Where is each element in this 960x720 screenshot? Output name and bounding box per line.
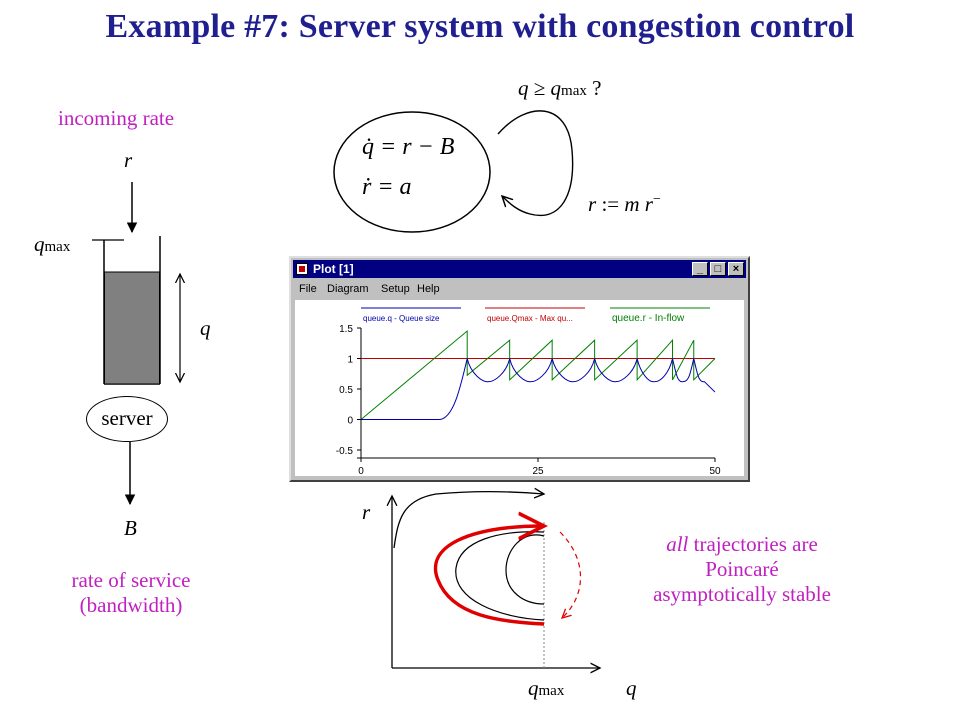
y-tick-label-4: -0.5 [336,446,354,457]
legend-entry-1: queue.Qmax - Max qu... [487,314,573,323]
x-tick-label-1: 25 [532,466,544,476]
reset-map: r := m r− [588,192,661,216]
q-label-left: q [200,316,211,340]
x-tick-label-0: 0 [358,466,364,476]
trajectory-outer [393,492,544,549]
y-tick-label-3: 0 [347,416,353,427]
mode-ellipse [333,111,491,233]
server-node: server [86,396,168,442]
trajectory-limit-cycle [433,526,544,626]
slide-title: Example #7: Server system with congestio… [105,8,855,45]
plot-menubar: File Diagram Setup Help [293,280,746,298]
trajectory-mid [455,531,545,621]
plot-window-titlebar[interactable]: Plot [1] _ □ × [293,260,746,278]
y-tick-label-2: 0.5 [339,385,353,396]
phase-q-label: q [626,676,637,700]
phase-r-label: r [362,500,371,524]
plot-app-icon [296,263,308,275]
plot-window[interactable]: Plot [1] _ □ × File Diagram Setup Help q… [289,256,750,482]
time-plot: queue.q - Queue size queue.Qmax - Max qu.… [336,307,721,477]
poincare-arrow [559,531,581,618]
series-r-line [360,329,716,420]
r-label: r [124,148,133,172]
y-tick-label-0: 1.5 [339,324,353,335]
legend-entry-2: queue.r - In-flow [612,313,685,324]
minimize-button[interactable]: _ [692,262,708,276]
reset-transition-arrow [497,110,574,217]
qmax-label-left: qmax [34,232,71,256]
series-q-line [361,358,716,420]
close-button[interactable]: × [728,262,744,276]
service-rate-label: rate of service (bandwidth) [71,568,191,617]
stability-note: all trajectories are Poincaré asymptotic… [653,532,831,606]
menu-file[interactable]: File [299,283,317,295]
queue-fill [104,271,160,385]
menu-diagram[interactable]: Diagram [327,283,369,295]
guard-condition: q ≥ qmax ? [518,76,602,100]
maximize-button[interactable]: □ [710,262,726,276]
plot-area: queue.q - Queue size queue.Qmax - Max qu.… [295,300,744,477]
B-label: B [124,516,137,540]
incoming-rate-label: incoming rate [58,106,175,130]
y-tick-label-1: 1 [347,355,353,366]
menu-help[interactable]: Help [417,283,440,295]
phase-qmax-label: qmax [528,676,565,700]
plot-window-title: Plot [1] [313,262,354,276]
equation-r-dot: ṙ = a [362,174,412,200]
legend-entry-0: queue.q - Queue size [363,314,440,323]
trajectory-inner [505,534,545,605]
menu-setup[interactable]: Setup [381,283,410,295]
x-tick-label-2: 50 [709,466,721,476]
equation-q-dot: q̇ = r − B [362,134,455,160]
